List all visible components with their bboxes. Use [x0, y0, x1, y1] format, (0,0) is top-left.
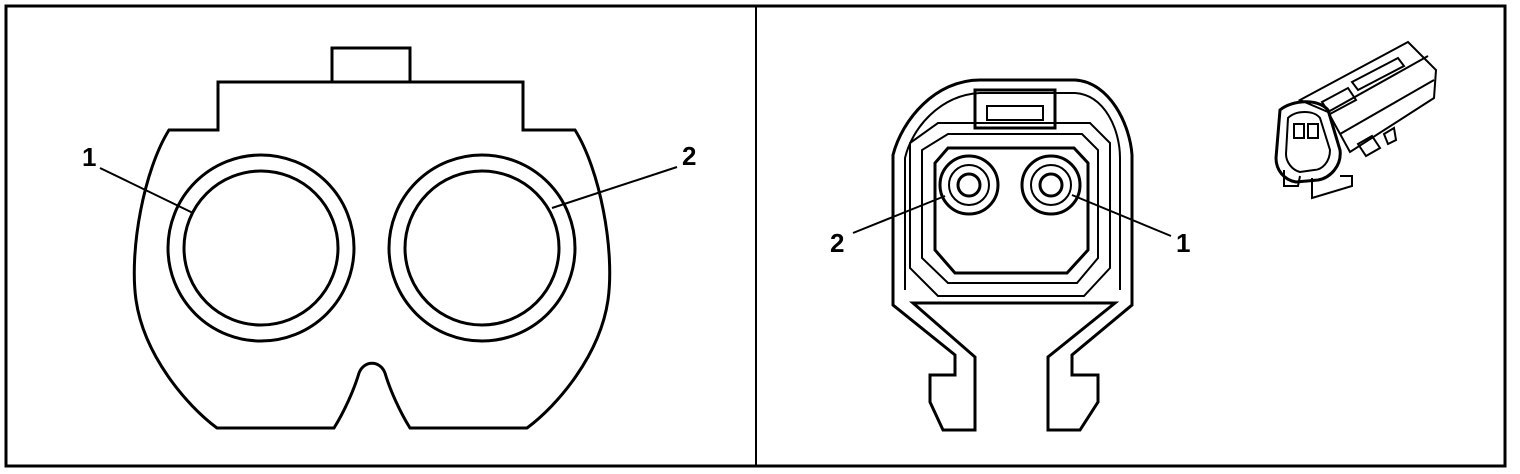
right-terminal-2-outer — [938, 154, 1000, 216]
right-terminal-1-pin — [1038, 172, 1064, 198]
right-terminal-2-mid — [948, 164, 990, 206]
right-leader-line-2 — [852, 195, 946, 234]
thumbnail-front-face-inner — [1284, 111, 1332, 174]
connector-isometric-thumbnail — [1274, 40, 1438, 200]
left-terminal-cavity-1-inner — [182, 169, 340, 327]
thumbnail-terminal-left — [1293, 123, 1305, 139]
left-connector-body-outline — [132, 80, 612, 430]
right-terminal-2-pin — [956, 172, 982, 198]
right-terminal-block-outer — [909, 122, 1111, 297]
thumbnail-front-face — [1274, 100, 1342, 184]
right-callout-2: 2 — [830, 228, 844, 258]
left-connector-latch-tab — [330, 46, 412, 82]
right-connector-latch-window-inner — [986, 105, 1044, 121]
right-terminal-1-outer — [1020, 154, 1082, 216]
thumbnail-latch-slot — [1350, 56, 1406, 92]
right-terminal-face — [933, 146, 1090, 275]
thumbnail-body-edge — [1327, 55, 1429, 113]
right-terminal-1-mid — [1030, 164, 1072, 206]
left-leader-line-2 — [551, 166, 678, 209]
right-connector-housing-outline — [891, 78, 1134, 432]
left-leader-line-1 — [99, 167, 194, 214]
left-terminal-cavity-2-outer — [387, 153, 577, 343]
thumbnail-terminal-right — [1307, 123, 1319, 139]
thumbnail-foot-right — [1311, 175, 1353, 200]
left-callout-1: 1 — [82, 142, 96, 172]
left-terminal-cavity-2-inner — [403, 169, 561, 327]
thumbnail-rear-tab — [1382, 126, 1398, 146]
right-connector-latch-window-outer — [973, 88, 1057, 130]
thumbnail-side-clip — [1356, 134, 1382, 158]
right-terminal-block-inner — [921, 133, 1099, 284]
right-connector-face: 2 1 — [830, 78, 1190, 432]
left-callout-2: 2 — [682, 141, 696, 171]
left-terminal-cavity-1-outer — [166, 153, 356, 343]
thumbnail-foot-left — [1283, 170, 1301, 187]
thumbnail-body-rib — [1339, 79, 1435, 135]
right-connector-seal-outline — [904, 92, 1121, 290]
left-connector-face: 1 2 — [82, 46, 696, 430]
right-callout-1: 1 — [1176, 228, 1190, 258]
right-leader-line-1 — [1071, 194, 1172, 237]
